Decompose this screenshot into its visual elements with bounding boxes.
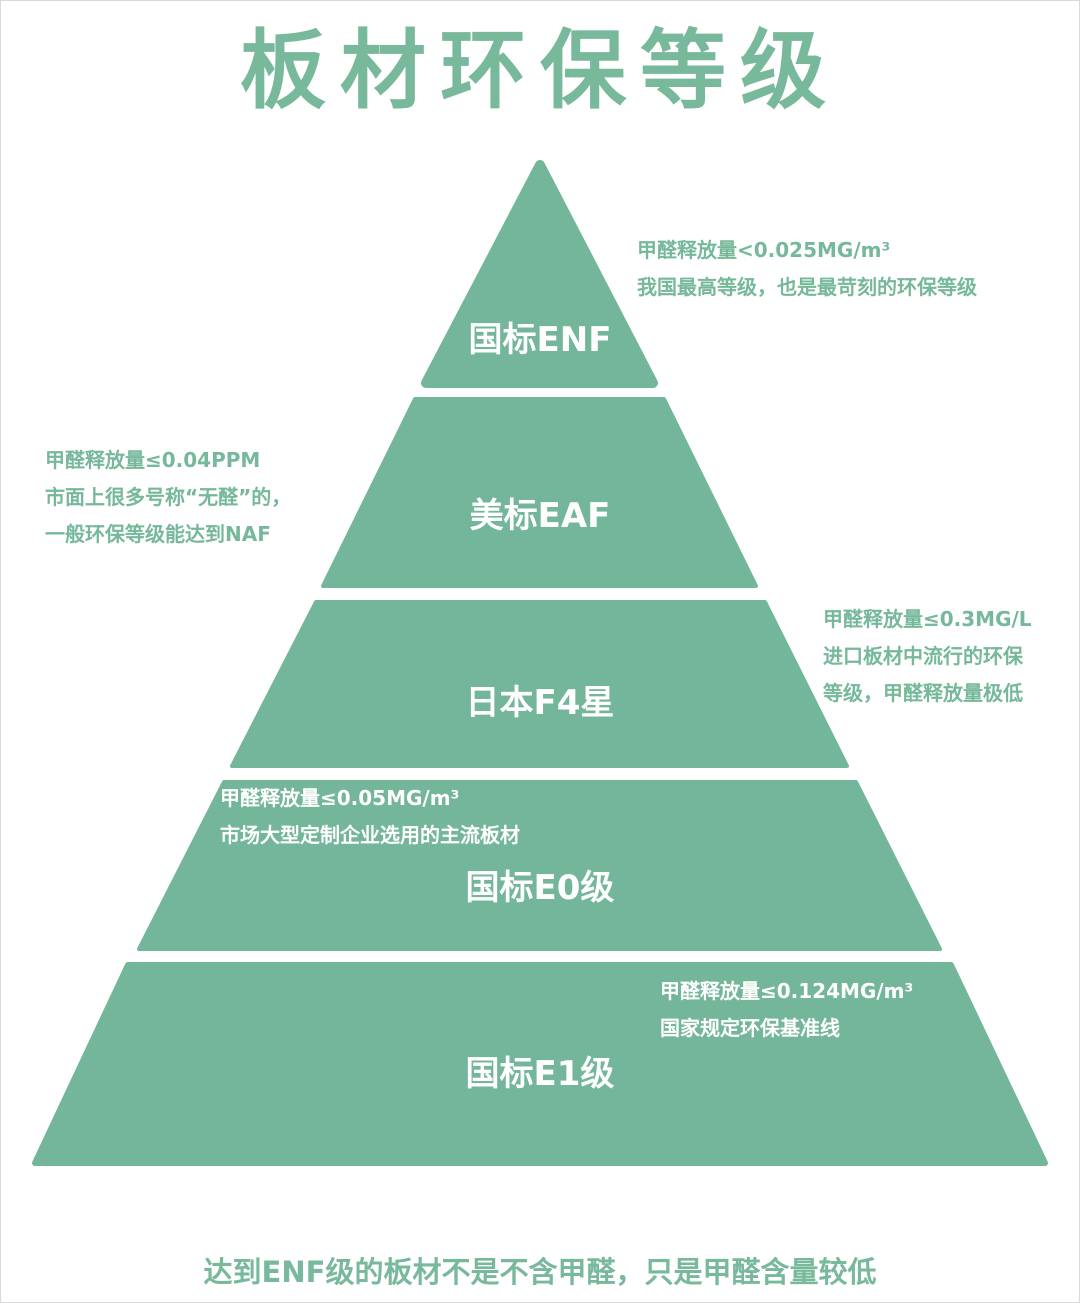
tier-3-note: 甲醛释放量≤0.3MG/L 进口板材中流行的环保 等级，甲醛释放量极低 bbox=[823, 601, 1032, 712]
pyramid-tier-1-shape bbox=[421, 160, 658, 388]
tier-2-note: 甲醛释放量≤0.04PPM 市面上很多号称“无醛”的， 一般环保等级能达到NAF bbox=[45, 442, 291, 553]
tier-3-label: 日本F4星 bbox=[465, 683, 615, 723]
tier-1-note: 甲醛释放量<0.025MG/m³ 我国最高等级，也是最苛刻的环保等级 bbox=[637, 232, 977, 306]
tier-3-note-line: 甲醛释放量≤0.3MG/L bbox=[823, 607, 1032, 631]
tier-3-note-line: 等级，甲醛释放量极低 bbox=[823, 681, 1023, 705]
tier-1-label: 国标ENF bbox=[468, 320, 612, 360]
tier-1-note-line: 甲醛释放量<0.025MG/m³ bbox=[637, 238, 891, 262]
tier-4-label: 国标E0级 bbox=[465, 868, 615, 908]
pyramid-tier-4-shape bbox=[137, 780, 942, 951]
tier-3-note-line: 进口板材中流行的环保 bbox=[823, 644, 1023, 668]
page-title: 板材环保等级 bbox=[240, 21, 840, 121]
tier-5-note-line: 甲醛释放量≤0.124MG/m³ bbox=[660, 979, 914, 1003]
tier-4-note-line: 甲醛释放量≤0.05MG/m³ bbox=[220, 786, 460, 810]
tier-2-note-line: 甲醛释放量≤0.04PPM bbox=[45, 448, 261, 472]
tier-5-note: 甲醛释放量≤0.124MG/m³ 国家规定环保基准线 bbox=[660, 973, 913, 1047]
pyramid-tier-2-shape bbox=[321, 397, 758, 588]
tier-5-label: 国标E1级 bbox=[465, 1054, 615, 1094]
tier-2-note-line: 一般环保等级能达到NAF bbox=[45, 522, 271, 546]
tier-2-note-line: 市面上很多号称“无醛”的， bbox=[45, 485, 292, 509]
tier-5-note-line: 国家规定环保基准线 bbox=[660, 1016, 840, 1040]
pyramid-tier-3-shape bbox=[230, 600, 849, 768]
tier-4-note-line: 市场大型定制企业选用的主流板材 bbox=[220, 823, 520, 847]
tier-2-label: 美标EAF bbox=[469, 496, 611, 536]
footer-note: 达到ENF级的板材不是不含甲醛，只是甲醛含量较低 bbox=[203, 1255, 877, 1289]
tier-4-note: 甲醛释放量≤0.05MG/m³ 市场大型定制企业选用的主流板材 bbox=[220, 780, 520, 854]
pyramid-tier-5-shape bbox=[32, 962, 1048, 1166]
tier-1-note-line: 我国最高等级，也是最苛刻的环保等级 bbox=[637, 275, 977, 299]
